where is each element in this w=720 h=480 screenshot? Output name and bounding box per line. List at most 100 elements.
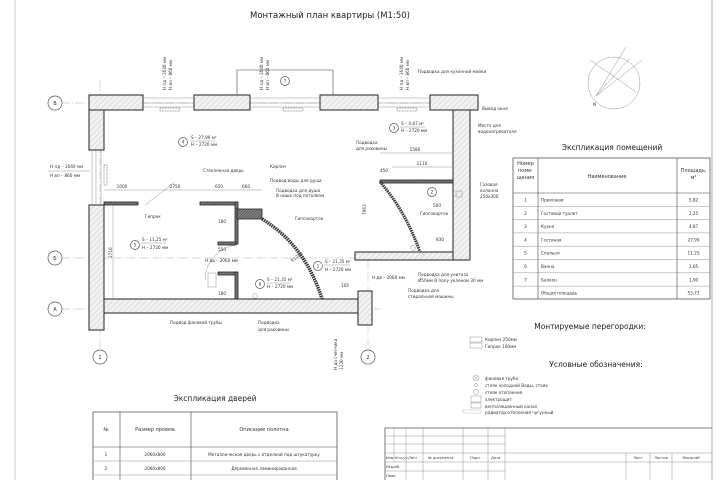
svg-text:стиральной машины: стиральной машины xyxy=(408,294,454,299)
svg-text:радиатор отопления чугунный: радиатор отопления чугунный xyxy=(485,410,554,415)
svg-text:180: 180 xyxy=(218,219,226,224)
table-row: 1 Прихожая 5,82 xyxy=(524,198,698,203)
svg-text:Газовая: Газовая xyxy=(480,182,498,187)
partition-gyprock: Гипрок 100мм xyxy=(485,344,516,349)
svg-text:Подвод фановой трубы: Подвод фановой трубы xyxy=(170,320,222,325)
svg-text:Кирпич: Кирпич xyxy=(270,164,287,169)
room-name: Прихожая xyxy=(541,198,564,203)
title-block: Изм. Кол.уч. Лист № документа Подп. Дата… xyxy=(384,427,712,480)
svg-text:H вп – 860 мм: H вп – 860 мм xyxy=(265,60,270,90)
svg-text:Подводка для: Подводка для xyxy=(408,288,440,293)
svg-text:S – 11,25 м²: S – 11,25 м² xyxy=(142,237,168,242)
svg-text:2710: 2710 xyxy=(108,247,113,258)
svg-text:550: 550 xyxy=(218,247,226,252)
electrical-panel-icon xyxy=(455,190,463,198)
header-name: Наименование xyxy=(588,174,627,180)
axis-marker-a: А xyxy=(47,301,63,317)
svg-text:Подводка: Подводка xyxy=(258,320,280,325)
svg-text:6: 6 xyxy=(259,282,262,287)
svg-text:450: 450 xyxy=(380,168,388,173)
svg-text:H – 2720 мм: H – 2720 мм xyxy=(191,142,217,147)
svg-text:Подводка для кухонной мойки: Подводка для кухонной мойки xyxy=(418,69,486,74)
svg-text:Вывод окна: Вывод окна xyxy=(482,106,508,111)
room-area: 1,90 xyxy=(689,277,699,282)
fan-pipe-icon xyxy=(252,293,258,299)
room-number: 4 xyxy=(524,237,527,242)
radiator-icon xyxy=(207,272,217,288)
fixtures xyxy=(207,190,463,299)
room-number: 6 xyxy=(524,264,527,269)
svg-text:H дв – 2060 мм: H дв – 2060 мм xyxy=(205,258,238,263)
room-name: Общая площадь xyxy=(541,291,578,296)
interior-partitions xyxy=(103,179,454,300)
svg-text:830: 830 xyxy=(436,237,444,242)
room-area: 3,65 xyxy=(689,264,699,269)
room-5-label: 5 S – 11,25 м²H – 2720 мм xyxy=(130,237,168,250)
svg-text:S – 4,87 м²: S – 4,87 м² xyxy=(401,121,424,126)
svg-text:Гипрок: Гипрок xyxy=(145,214,161,219)
legend-cold-water-icon xyxy=(474,383,478,387)
axis-marker-1: 1 xyxy=(92,349,108,365)
svg-text:100: 100 xyxy=(341,283,349,288)
svg-text:Размер проема: Размер проема xyxy=(135,427,175,433)
svg-text:Экспликация дверей: Экспликация дверей xyxy=(174,394,257,403)
svg-text:H – 2720 мм: H – 2720 мм xyxy=(267,284,293,289)
drawing-title: Монтажный план квартиры (М1:50) xyxy=(250,11,410,21)
legend-vent-duct-icon xyxy=(470,402,482,409)
room-area: 5,82 xyxy=(689,198,699,203)
svg-text:фановая труба: фановая труба xyxy=(485,376,518,381)
svg-text:№: № xyxy=(103,427,109,433)
svg-text:H – 2720 мм: H – 2720 мм xyxy=(325,267,351,272)
svg-text:Лист: Лист xyxy=(407,456,418,460)
svg-text:2: 2 xyxy=(366,355,369,361)
svg-text:Изм.: Изм. xyxy=(386,456,394,460)
svg-text:для раковины: для раковины xyxy=(258,327,289,332)
svg-text:Подводка для унитаза: Подводка для унитаза xyxy=(418,272,469,277)
room-number: 5 xyxy=(524,251,527,256)
room-4-label: 4 S – 27,99 м²H – 2720 мм xyxy=(178,135,217,147)
svg-text:7: 7 xyxy=(284,79,287,84)
svg-text:Листов: Листов xyxy=(653,456,667,460)
svg-text:H пд – 1640 мм: H пд – 1640 мм xyxy=(259,57,264,90)
svg-text:Гипсокартон: Гипсокартон xyxy=(420,211,449,216)
svg-text:Описание полотна: Описание полотна xyxy=(239,427,288,433)
svg-text:7963: 7963 xyxy=(362,204,367,215)
radiators xyxy=(103,107,418,186)
svg-text:H вп – 860 мм: H вп – 860 мм xyxy=(405,60,410,90)
svg-text:Лист: Лист xyxy=(632,456,643,460)
room-area: 27,99 xyxy=(688,237,700,242)
room-number: 1 xyxy=(524,198,527,203)
svg-text:Подвод воды для душа: Подвод воды для душа xyxy=(270,178,322,183)
svg-text:N: N xyxy=(593,102,596,107)
partitions-legend: Монтируемые перегородки: Кирпич 250мм Ги… xyxy=(462,322,646,415)
doors-table: Экспликация дверей № Размер проема Описа… xyxy=(92,394,338,480)
axis-marker-b: Б xyxy=(47,250,63,266)
door-swing xyxy=(204,244,238,281)
svg-text:Дата: Дата xyxy=(490,456,500,460)
legend-electric-panel-icon xyxy=(470,395,482,403)
door-description: Металлическая дверь с отделкой под штука… xyxy=(208,452,320,457)
svg-text:Подводка для душа: Подводка для душа xyxy=(276,188,321,193)
exterior-walls xyxy=(88,69,479,331)
svg-text:H вп – 860 мм: H вп – 860 мм xyxy=(50,173,80,178)
svg-text:Стеклянная дверь: Стеклянная дверь xyxy=(203,168,244,173)
door-number: 2 xyxy=(105,466,108,471)
brick-block xyxy=(236,208,263,220)
svg-text:S – 21,35 м²: S – 21,35 м² xyxy=(267,277,293,282)
room-number: 3 xyxy=(524,224,527,229)
room-name: Спальня xyxy=(541,251,560,256)
svg-text:Кол.уч.: Кол.уч. xyxy=(395,456,409,460)
header-number: Номер поме-щения xyxy=(516,161,535,181)
svg-text:Масштаб: Масштаб xyxy=(682,456,700,460)
axis-marker-2: 2 xyxy=(360,349,376,365)
svg-text:1: 1 xyxy=(317,264,320,269)
svg-text:1110: 1110 xyxy=(417,161,428,166)
svg-text:В: В xyxy=(53,101,57,107)
svg-text:4: 4 xyxy=(182,140,185,145)
